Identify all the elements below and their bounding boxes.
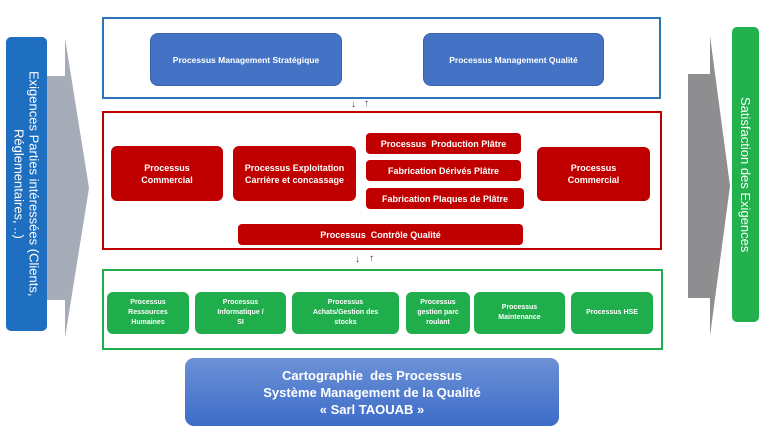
process-label: Processus Ressources Humaines [128, 299, 168, 326]
process-label: Processus Maintenance [498, 304, 541, 321]
process-gestion-parc-roulant[interactable]: Processus gestion parc roulant [406, 292, 470, 334]
process-label: Processus gestion parc roulant [417, 299, 459, 326]
arrow-down-icon: ↓ [355, 254, 360, 265]
process-fabrication-plaques[interactable]: Fabrication Plaques de Plâtre [366, 188, 524, 209]
output-arrow-shape [688, 36, 730, 336]
process-label: Processus Exploitation Carrière et conca… [244, 162, 345, 185]
output-satisfaction-bar: Satisfaction des Exigences [732, 27, 759, 322]
process-commercial-left[interactable]: Processus Commercial [111, 146, 223, 201]
process-commercial-right[interactable]: Processus Commercial [537, 147, 650, 201]
process-label: Processus Commercial [567, 163, 620, 185]
process-label: Fabrication Dérivés Plâtre [387, 165, 500, 176]
arrow-up-icon: ↑ [369, 253, 374, 264]
process-label: Processus Contrôle Qualité [320, 229, 441, 240]
process-label: Processus HSE [586, 309, 638, 316]
process-label: Processus Management Stratégique [172, 54, 320, 65]
arrow-up-icon: ↑ [364, 98, 369, 109]
process-label: Processus Production Plâtre [380, 138, 507, 149]
arrow-down-icon: ↓ [351, 99, 356, 110]
process-maintenance[interactable]: Processus Maintenance [474, 292, 565, 334]
process-label: Processus Management Qualité [449, 54, 578, 65]
process-label: Fabrication Plaques de Plâtre [381, 193, 509, 204]
process-management-strategique[interactable]: Processus Management Stratégique [150, 33, 342, 86]
output-satisfaction-label: Satisfaction des Exigences [738, 96, 753, 253]
process-controle-qualite[interactable]: Processus Contrôle Qualité [238, 224, 523, 245]
diagram-title-box: Cartographie des Processus Système Manag… [185, 358, 559, 426]
process-fabrication-derives[interactable]: Fabrication Dérivés Plâtre [366, 160, 521, 181]
title-line-1: Cartographie des Processus [282, 367, 462, 383]
process-ressources-humaines[interactable]: Processus Ressources Humaines [107, 292, 189, 334]
process-label: Processus Informatique / SI [217, 299, 264, 326]
process-management-qualite[interactable]: Processus Management Qualité [423, 33, 604, 86]
process-achats-gestion-stocks[interactable]: Processus Achats/Gestion des stocks [292, 292, 399, 334]
process-production-platre[interactable]: Processus Production Plâtre [366, 133, 521, 154]
process-hse[interactable]: Processus HSE [571, 292, 653, 334]
title-line-3: « Sarl TAOUAB » [319, 401, 425, 417]
process-informatique-si[interactable]: Processus Informatique / SI [195, 292, 286, 334]
process-label: Processus Achats/Gestion des stocks [312, 299, 379, 326]
input-arrow-shape [47, 38, 89, 338]
title-line-2: Système Management de la Qualité [263, 384, 481, 400]
process-label: Processus Commercial [141, 162, 193, 185]
input-requirements-bar: Exigences Parties intéressées (Clients, … [6, 37, 47, 331]
process-exploitation-carriere[interactable]: Processus Exploitation Carrière et conca… [233, 146, 356, 201]
input-requirements-label: Exigences Parties intéressées (Clients, … [11, 71, 42, 297]
